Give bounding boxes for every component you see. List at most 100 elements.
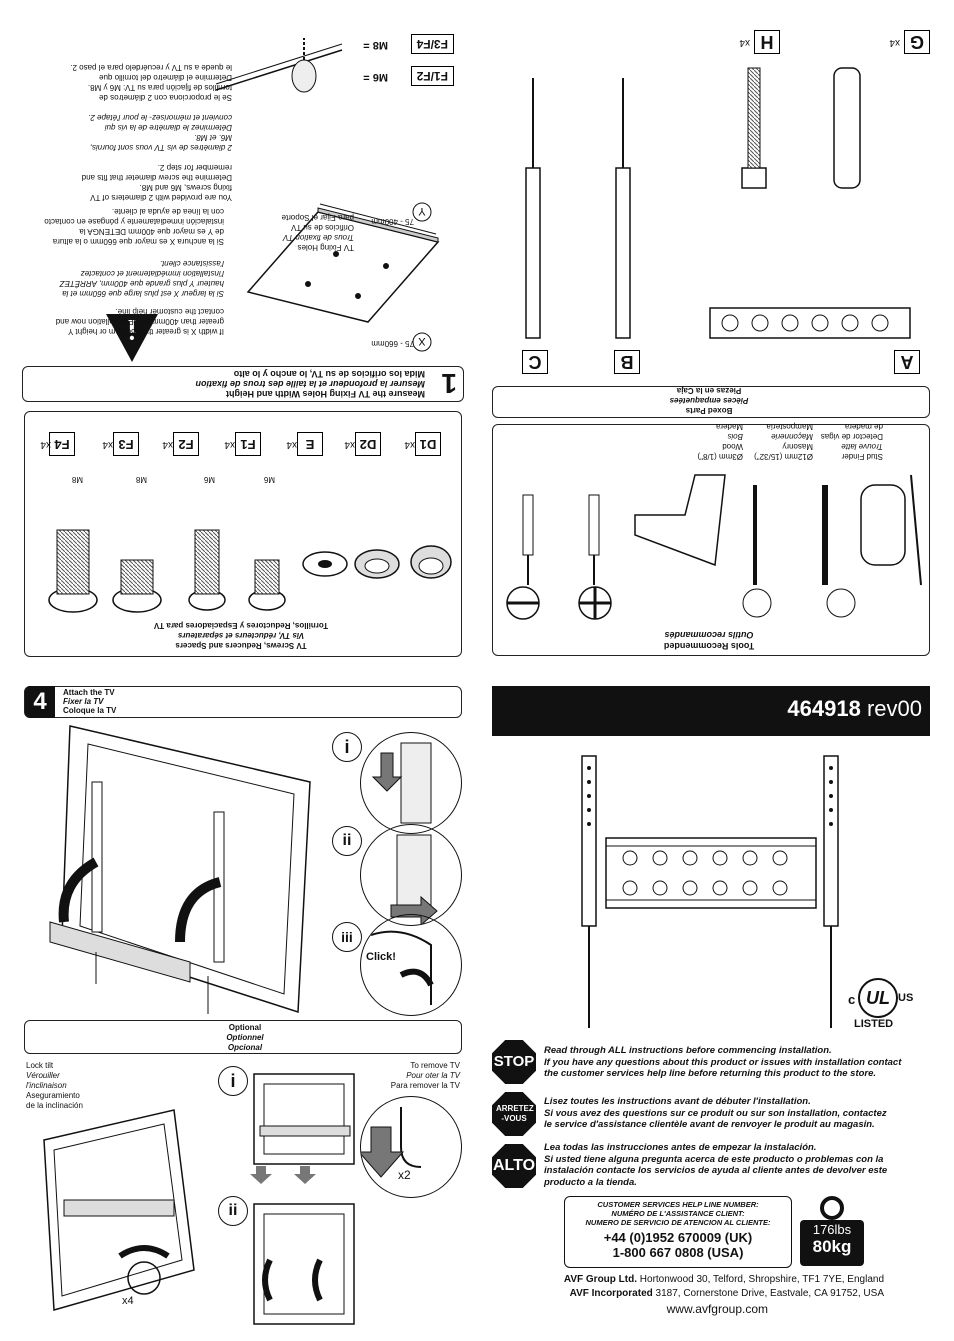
- part-g-qty: x4: [889, 37, 900, 48]
- part-h-qty: x4: [739, 37, 750, 48]
- step1-title-es: Mida los orificios de su TV, lo ancho y …: [233, 369, 425, 379]
- optional-sub-ii: ii: [218, 1196, 248, 1226]
- screw-f4-qty: x4: [40, 439, 51, 450]
- m-size-box: M6 = F1/F2 M8 = F3/F4: [348, 26, 460, 90]
- helpline-l1: CUSTOMER SERVICES HELP LINE NUMBER:: [597, 1200, 759, 1209]
- screw-f4-label: F4: [49, 432, 75, 456]
- arretez-sign: ARRETEZ -VOUS: [492, 1092, 536, 1136]
- step1-diam-fr: 2 diamètres de vis TV vous sont fournis,…: [88, 113, 232, 152]
- screw-f4-size: M8: [71, 475, 83, 484]
- step4-sub-i: i: [332, 732, 362, 762]
- tools-drawing: [506, 474, 922, 620]
- screw-f1-size: M6: [263, 475, 275, 484]
- weight-lbs: 176lbs: [812, 1222, 852, 1237]
- mount-drawing: [581, 755, 839, 1028]
- screw-f3-qty: x4: [102, 439, 113, 450]
- company-web[interactable]: www.avfgroup.com: [666, 1302, 768, 1316]
- weight-icon: [820, 1196, 844, 1220]
- step4-circle-iii: [360, 914, 462, 1016]
- svg-text:i: i: [128, 313, 136, 344]
- helpline-box: CUSTOMER SERVICES HELP LINE NUMBER: NUMÉ…: [564, 1196, 792, 1268]
- helpline-uk: +44 (0)1952 670009 (UK): [603, 1230, 753, 1245]
- step1-panel: 1 Measure the TV Fixing Holes Width and …: [22, 22, 464, 402]
- ul-us: US: [898, 992, 914, 1004]
- part-a-label: A: [894, 350, 920, 374]
- attach-tv-drawing: [49, 725, 311, 1014]
- part-g-label: G: [904, 30, 930, 54]
- parts-area: A B C G x4 H x4: [492, 22, 930, 378]
- step1-y-dim: 75 - 400mm: [371, 217, 414, 226]
- company-uk-name: AVF Group Ltd.: [563, 1274, 637, 1285]
- step4-title-fr: Fixer la TV: [63, 697, 104, 706]
- remove-tv-drawing-1: [250, 1073, 355, 1184]
- step4-number: 4: [25, 686, 55, 718]
- m8-parts: F3/F4: [410, 34, 454, 54]
- warning-es: Lea todas las instrucciones antes de emp…: [544, 1142, 888, 1188]
- helpline-l2: NUMÉRO DE L'ASSISTANCE CLIENT:: [611, 1209, 745, 1218]
- warning-icon: i: [106, 313, 158, 362]
- ul-listed-logo: c UL US LISTED: [848, 978, 916, 1034]
- part-d1-qty: x4: [404, 439, 415, 450]
- product-header: 464918 rev00: [492, 686, 930, 736]
- screw-f1-label: F1: [235, 432, 261, 456]
- warning-fr: Lisez toutes les instructions avant de d…: [544, 1096, 887, 1130]
- ul-mark: UL: [858, 978, 898, 1018]
- step4-circle-i: [360, 732, 462, 834]
- company-uk: AVF Group Ltd. Hortonwood 30, Telford, S…: [492, 1274, 884, 1285]
- m6-parts: F1/F2: [410, 66, 454, 86]
- screw-f1-qty: x4: [224, 439, 235, 450]
- screw-f2-label: F2: [173, 432, 199, 456]
- stop-sign: STOP: [492, 1040, 536, 1084]
- svg-text:X: X: [418, 335, 426, 347]
- tv-screw-illustration: [215, 38, 343, 93]
- click-label: Click!: [366, 951, 396, 963]
- optional-sub-i: i: [218, 1066, 248, 1096]
- part-d1-label: D1: [415, 432, 441, 456]
- remove-x2: x2: [398, 1168, 411, 1182]
- step1-warn-es: Si la anchura X es mayor que 660mm o la …: [44, 207, 224, 246]
- lock-tilt-drawing: [43, 1109, 195, 1311]
- weight-box: 176lbs 80kg: [800, 1220, 864, 1266]
- step1-x-dim: 75 - 660mm: [371, 339, 414, 348]
- screw-f2-size: M6: [203, 475, 215, 484]
- helpline-usa: 1-800 667 0808 (USA): [612, 1245, 744, 1260]
- product-rev: rev00: [866, 696, 922, 721]
- warning-en: Read through ALL instructions before com…: [544, 1045, 902, 1079]
- step1-warn-en: If width X is greater than 660mm or heig…: [55, 307, 224, 336]
- remove-tv-circle: [360, 1096, 462, 1198]
- arretez-sign-label: ARRETEZ -VOUS: [496, 1104, 534, 1123]
- part-h-label: H: [754, 30, 780, 54]
- alto-sign: ALTO: [492, 1144, 536, 1188]
- m6-label: M6 =: [363, 71, 388, 83]
- step4-title-en: Attach the TV: [63, 688, 115, 697]
- screw-f3-size: M8: [135, 475, 147, 484]
- ul-c: c: [848, 992, 856, 1007]
- screw-f2-qty: x4: [162, 439, 173, 450]
- step1-title-en: Measure the TV Fixing Holes Width and He…: [226, 389, 425, 399]
- company-us-addr: 3187, Cornerstone Drive, Eastvale, CA 91…: [655, 1288, 884, 1299]
- company-us: AVF Incorporated 3187, Cornerstone Drive…: [492, 1288, 884, 1299]
- step4-sub-iii: iii: [332, 922, 362, 952]
- company-us-name: AVF Incorporated: [569, 1288, 653, 1299]
- step4-sub-ii: ii: [332, 826, 362, 856]
- screws-drawing: [48, 529, 452, 613]
- weight-kg: 80kg: [812, 1237, 852, 1256]
- part-e-label: E: [297, 432, 323, 456]
- step4-title-es: Coloque la TV: [63, 706, 117, 715]
- product-number: 464918: [787, 696, 861, 721]
- remove-tv-drawing-2: [253, 1203, 355, 1325]
